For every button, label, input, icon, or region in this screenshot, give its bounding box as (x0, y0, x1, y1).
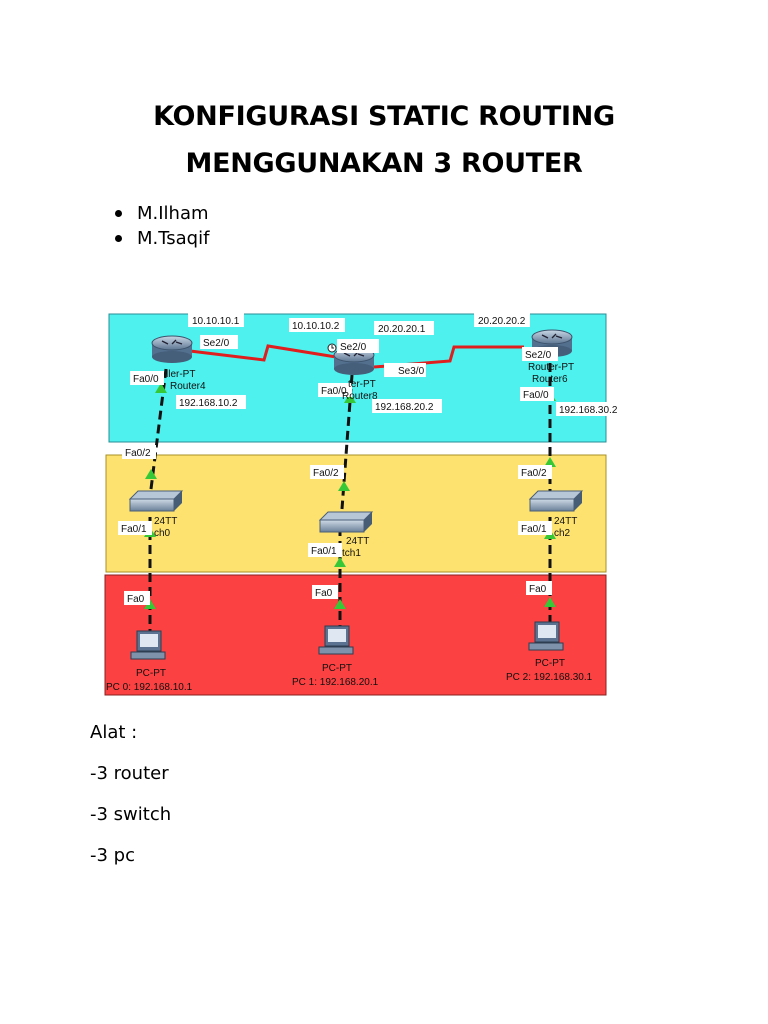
link-up-icon (544, 597, 556, 607)
switch2-port-down: Fa0/1 (521, 524, 547, 535)
link-up-icon (334, 557, 346, 567)
router6-name-label: Router6 (532, 374, 568, 385)
link-up-icon (145, 469, 157, 479)
pc0-port: Fa0 (127, 594, 145, 605)
pc-icon-pc2[interactable] (528, 621, 564, 651)
router4-port-serial: Se2/0 (203, 338, 230, 349)
router6-port-fa: Fa0/0 (523, 390, 549, 401)
switch2-label-top: 24TT (554, 516, 577, 527)
alat-item-pc: -3 pc (90, 845, 135, 866)
pc-icon-pc1[interactable] (318, 625, 354, 655)
switch1-port-up: Fa0/2 (313, 468, 339, 479)
alat-item-router: -3 router (90, 763, 169, 784)
pc-zone (104, 574, 607, 696)
router6-type-label: Router-PT (528, 362, 574, 373)
pc2-name-label: PC 2: 192.168.30.1 (506, 672, 593, 683)
router4-ip-serial: 10.10.10.1 (192, 316, 240, 327)
network-topology-diagram: 10.10.10.1 Se2/0 ller-PT Router4 Fa0/0 1… (104, 313, 622, 696)
link-up-icon (334, 599, 346, 609)
link-up-icon (155, 383, 167, 393)
switch0-label-top: 24TT (154, 516, 177, 527)
pc1-type-label: PC-PT (322, 663, 352, 674)
author-name: M.Tsaqif (137, 228, 210, 249)
author-item: M.Ilham (112, 201, 209, 226)
switch1-port-down: Fa0/1 (311, 546, 337, 557)
switch0-port-up: Fa0/2 (125, 448, 151, 459)
link-up-icon (544, 457, 556, 467)
pc2-port: Fa0 (529, 584, 547, 595)
router4-port-fa: Fa0/0 (133, 374, 159, 385)
router4-type-label: ller-PT (166, 369, 195, 380)
switch0-port-down: Fa0/1 (121, 524, 147, 535)
alat-item-switch: -3 switch (90, 804, 172, 825)
router8-port-fa: Fa0/0 (321, 386, 347, 397)
clock-icon (327, 343, 337, 353)
switch2-label-bottom: ch2 (554, 528, 571, 539)
switch2-port-up: Fa0/2 (521, 468, 547, 479)
pc0-name-label: PC 0: 192.168.10.1 (106, 682, 193, 693)
bullet-icon (115, 235, 122, 242)
pc0-type-label: PC-PT (136, 668, 166, 679)
pc1-name-label: PC 1: 192.168.20.1 (292, 677, 379, 688)
document-title-line-1: KONFIGURASI STATIC ROUTING (153, 101, 615, 132)
switch0-label-bottom: ch0 (154, 528, 171, 539)
serial-link-r4-r8 (189, 344, 337, 362)
pc1-port: Fa0 (315, 588, 333, 599)
router6-ip-serial: 20.20.20.2 (478, 316, 526, 327)
link-up-icon (338, 481, 350, 491)
router4-name-label: Router4 (170, 381, 206, 392)
router8-port-serial-right: Se3/0 (398, 366, 425, 377)
router8-type-label: ter-PT (348, 379, 376, 390)
author-list: M.Ilham M.Tsaqif (112, 201, 209, 251)
link-up-icon (344, 393, 356, 403)
switch-icon-switch1[interactable] (318, 511, 374, 533)
pc2-type-label: PC-PT (535, 658, 565, 669)
router4-ip-lan: 192.168.10.2 (179, 398, 238, 409)
alat-heading: Alat : (90, 722, 138, 743)
switch1-label-bottom: tch1 (342, 548, 361, 559)
document-title-line-2: MENGGUNAKAN 3 ROUTER (185, 148, 583, 179)
switch1-label-top: 24TT (346, 536, 369, 547)
author-name: M.Ilham (137, 203, 209, 224)
bullet-icon (115, 210, 122, 217)
switch-icon-switch0[interactable] (128, 490, 184, 512)
router8-name-label: Router8 (342, 391, 378, 402)
router8-port-serial-left: Se2/0 (340, 342, 367, 353)
router8-ip-lan: 192.168.20.2 (375, 402, 434, 413)
router8-ip-serial-right: 20.20.20.1 (378, 324, 426, 335)
router6-ip-lan: 192.168.30.2 (559, 405, 618, 416)
author-item: M.Tsaqif (112, 226, 209, 251)
router-zone (108, 313, 607, 443)
switch-icon-switch2[interactable] (528, 490, 584, 512)
router-icon-router4[interactable] (151, 335, 193, 363)
pc-icon-pc0[interactable] (130, 630, 166, 660)
router8-ip-serial-left: 10.10.10.2 (292, 321, 340, 332)
router6-port-serial: Se2/0 (525, 350, 552, 361)
